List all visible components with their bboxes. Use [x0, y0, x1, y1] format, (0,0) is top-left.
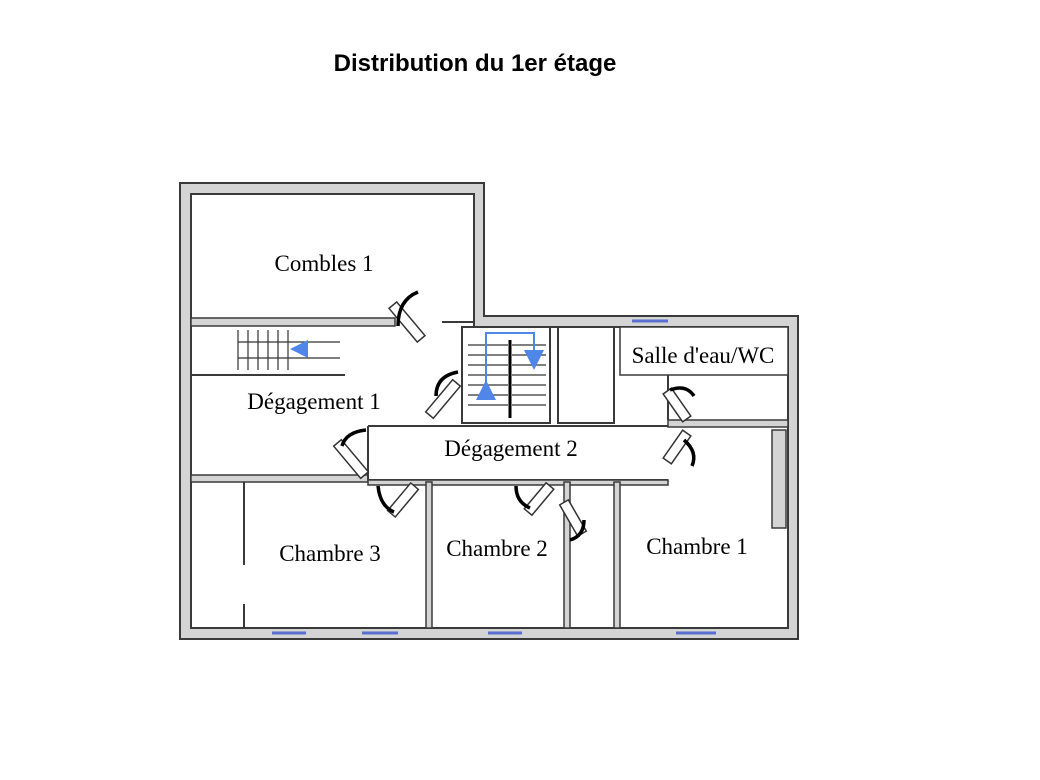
stairs-1-arrow-icon	[290, 340, 308, 358]
stairs-2-down-arrow-icon	[524, 350, 544, 370]
door-closet	[558, 498, 588, 542]
room-label-degagement-2: Dégagement 2	[444, 436, 577, 461]
room-label-degagement-1: Dégagement 1	[247, 389, 380, 414]
stairs-1	[237, 330, 340, 370]
door-chambre-2	[514, 481, 555, 517]
door-stairs-2	[424, 370, 462, 420]
windows	[272, 319, 716, 635]
room-label-salle-deau-wc: Salle d'eau/WC	[632, 343, 775, 368]
wall-degagement2-bottom	[367, 479, 669, 486]
wall-chambre3-right	[425, 481, 433, 629]
wall-degagement1-band	[190, 474, 369, 483]
door-chambre-1	[662, 429, 696, 467]
wall-chambre1-left	[613, 481, 621, 629]
stairs-2-up-arrow-icon	[476, 380, 496, 400]
closet	[557, 326, 615, 424]
door-degagement-2-left	[332, 428, 370, 480]
wall-chambre1-closet	[771, 429, 787, 529]
room-label-combles-1: Combles 1	[274, 251, 373, 276]
room-label-chambre-1: Chambre 1	[646, 534, 748, 559]
wall-combles-band	[190, 317, 396, 327]
door-chambre-3	[376, 481, 420, 519]
salle-deau-upper	[619, 326, 789, 376]
room-label-chambre-3: Chambre 3	[279, 541, 381, 566]
wall-chambre2-right	[563, 481, 571, 629]
page-title: Distribution du 1er étage	[333, 50, 617, 77]
door-combles	[387, 290, 427, 344]
door-salle-deau	[662, 386, 696, 423]
wall-salle-band	[667, 419, 789, 428]
room-label-chambre-2: Chambre 2	[446, 536, 548, 561]
stairs-2	[461, 326, 551, 424]
